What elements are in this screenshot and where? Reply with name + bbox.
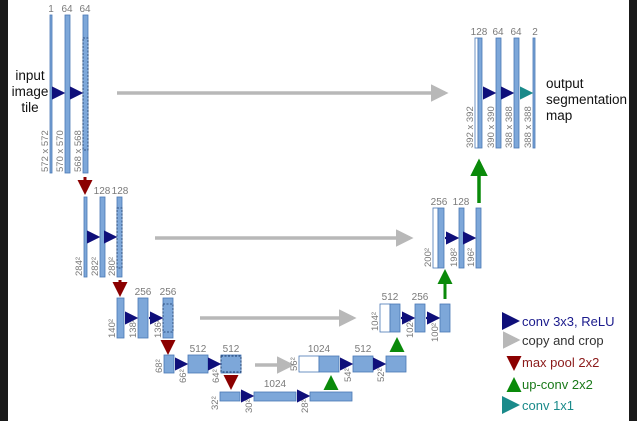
size-label: 200² xyxy=(423,248,434,267)
channel-label: 64 xyxy=(61,4,73,15)
level-2-encoder: 128 128 284² 282² 280² xyxy=(74,186,129,278)
upconv-map-512 xyxy=(318,355,340,373)
copied-map-512 xyxy=(298,355,320,373)
upconv-map-128 xyxy=(437,207,445,269)
channel-label: 256 xyxy=(160,287,177,298)
size-label: 30² xyxy=(244,399,255,413)
size-label: 102² xyxy=(405,319,416,338)
size-label: 140² xyxy=(107,319,118,338)
output-label-line2: segmentation xyxy=(546,92,627,107)
channel-label: 1024 xyxy=(308,344,331,355)
upconv-map-64 xyxy=(477,37,483,149)
channel-label: 512 xyxy=(223,344,240,355)
copied-map-256 xyxy=(379,303,391,333)
size-label: 32² xyxy=(210,396,221,410)
size-label: 104² xyxy=(370,312,381,331)
input-label-line3: tile xyxy=(21,100,38,115)
level-3-decoder: 512 256 104² 102² 100² xyxy=(370,292,451,342)
channel-label: 64 xyxy=(492,27,504,38)
size-label: 138² xyxy=(128,319,139,338)
feature-map-256-in xyxy=(116,297,125,339)
legend: conv 3x3, ReLU copy and crop max pool 2x… xyxy=(502,312,615,414)
channel-label: 256 xyxy=(431,197,448,208)
size-label: 54² xyxy=(343,368,354,382)
level-1-decoder: 128 64 64 2 392 x 392 390 x 390 388 x 38… xyxy=(465,27,627,149)
input-label-line1: input xyxy=(15,68,45,83)
feature-map-256c xyxy=(414,303,426,333)
crop-region-568 xyxy=(82,37,89,151)
level-4-encoder: 512 512 68² 66² 64² xyxy=(154,344,242,383)
channel-label: 256 xyxy=(412,292,429,303)
legend-copy-label: copy and crop xyxy=(522,333,604,348)
size-label: 198² xyxy=(449,248,460,267)
level-1-encoder: 1 64 64 572 x 572 570 x 570 568 x 568 in… xyxy=(12,4,91,174)
channel-label: 128 xyxy=(471,27,488,38)
size-label: 282² xyxy=(90,257,101,276)
feature-map-1024-in xyxy=(219,391,241,402)
channel-label: 1024 xyxy=(264,379,287,390)
channel-label: 512 xyxy=(355,344,372,355)
channel-label: 512 xyxy=(190,344,207,355)
crop-region-64 xyxy=(220,355,242,373)
size-label: 64² xyxy=(211,369,222,383)
size-label: 388 x 388 xyxy=(504,106,515,148)
channel-label: 64 xyxy=(510,27,522,38)
level-4-decoder: 1024 512 56² 54² 52² xyxy=(289,344,407,382)
feature-map-256d xyxy=(439,303,451,333)
feature-map-512a xyxy=(187,354,209,374)
size-label: 284² xyxy=(74,257,85,276)
legend-pool-label: max pool 2x2 xyxy=(522,355,599,370)
size-label: 56² xyxy=(289,357,300,371)
legend-conv1x1-label: conv 1x1 xyxy=(522,398,574,413)
level-3-encoder: 256 256 140² 138² 136² xyxy=(107,287,177,339)
feature-map-1024b xyxy=(309,391,353,402)
feature-map-256a xyxy=(137,297,149,339)
size-label: 390 x 390 xyxy=(486,106,497,148)
size-label: 388 x 388 xyxy=(523,106,534,148)
channel-label: 128 xyxy=(453,197,470,208)
channel-label: 128 xyxy=(112,186,129,197)
bottleneck: 1024 32² 30² 28² xyxy=(210,379,353,413)
size-label: 100² xyxy=(430,323,441,342)
output-label-line1: output xyxy=(546,76,584,91)
channel-label: 64 xyxy=(79,4,91,15)
size-label: 68² xyxy=(154,359,165,373)
input-label-line2: image xyxy=(12,84,49,99)
feature-map-512d xyxy=(385,355,407,373)
feature-map-512-in xyxy=(163,354,175,374)
channel-label: 512 xyxy=(382,292,399,303)
diagram-canvas: 1 64 64 572 x 572 570 x 570 568 x 568 in… xyxy=(8,0,629,421)
upconv-map-256 xyxy=(389,303,401,333)
feature-map-1024a xyxy=(253,391,297,402)
size-label: 66² xyxy=(178,369,189,383)
size-label: 280² xyxy=(107,257,118,276)
channel-label: 256 xyxy=(135,287,152,298)
legend-upconv-label: up-conv 2x2 xyxy=(522,377,593,392)
size-label: 28² xyxy=(300,399,311,413)
size-label: 52² xyxy=(376,368,387,382)
size-label: 568 x 568 xyxy=(73,130,84,172)
channel-label: 1 xyxy=(48,4,54,15)
size-label: 570 x 570 xyxy=(55,130,66,172)
size-label: 196² xyxy=(466,248,477,267)
level-2-decoder: 256 128 200² 198² 196² xyxy=(423,197,482,269)
size-label: 572 x 572 xyxy=(40,130,51,172)
output-label-line3: map xyxy=(546,108,572,123)
size-label: 136² xyxy=(153,319,164,338)
crop-region-136 xyxy=(162,303,174,333)
legend-conv-label: conv 3x3, ReLU xyxy=(522,314,615,329)
feature-map-512c xyxy=(352,355,374,373)
unet-architecture-diagram: 1 64 64 572 x 572 570 x 570 568 x 568 in… xyxy=(12,4,627,414)
size-label: 392 x 392 xyxy=(465,106,476,148)
channel-label: 128 xyxy=(94,186,111,197)
channel-label: 2 xyxy=(532,27,538,38)
